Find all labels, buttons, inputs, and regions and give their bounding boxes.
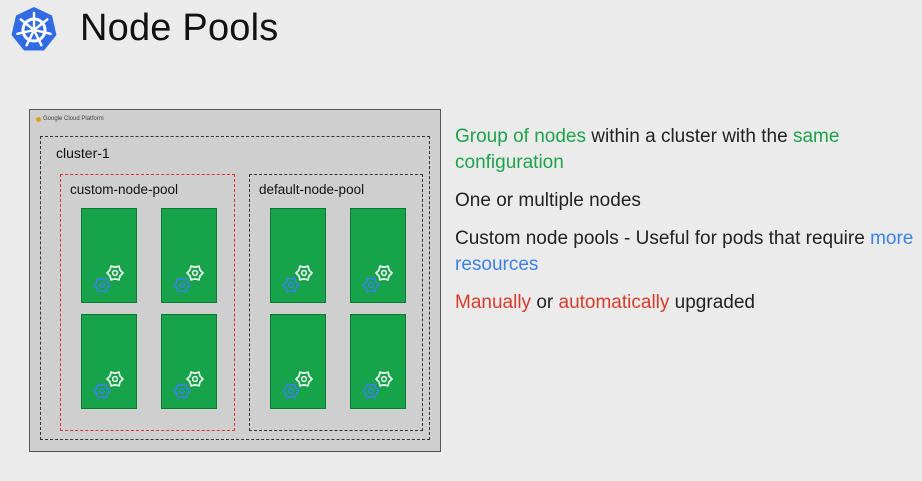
gears-icon [93,265,124,293]
gcp-logo-icon [36,116,41,122]
gears-icon [173,371,204,399]
bullet-text: upgraded [669,292,755,313]
bullet-one-or-multiple: One or multiple nodes [455,188,915,214]
cluster-box: cluster-1 custom-node-pool default-node-… [40,136,430,440]
bullet-highlight: Group of nodes [455,126,586,147]
gears-icon [282,371,313,399]
bullet-text: or [531,292,559,313]
node [270,314,326,409]
custom-node-pool: custom-node-pool [60,174,235,431]
kubernetes-logo-icon [11,7,57,51]
gears-icon [173,265,204,293]
bullet-highlight: more resources [455,228,914,275]
gears-icon [282,265,313,293]
bullet-upgraded: Manually or automatically upgraded [455,290,915,316]
node [350,208,406,303]
bullet-highlight: Manually [455,292,532,313]
gears-icon [362,265,393,293]
bullet-highlight: same configuration [455,126,840,173]
node [161,208,217,303]
gears-icon [362,371,393,399]
bullet-group-of-nodes: Group of nodes within a cluster with the… [455,124,915,176]
pool-label: custom-node-pool [70,182,179,197]
gcp-label-text: Google Cloud Platform [43,116,104,122]
gcp-console-frame: Google Cloud Platform cluster-1 custom-n… [29,109,441,452]
node [270,208,326,303]
node [350,314,406,409]
bullet-text: Custom node pools - Useful for pods that… [455,228,871,249]
page-title: Node Pools [80,7,279,49]
bullet-text: One or multiple nodes [455,190,641,211]
default-node-pool: default-node-pool [249,174,423,431]
bullet-text: within a cluster with the [585,126,793,147]
bullet-custom-node-pools: Custom node pools - Useful for pods that… [455,226,915,278]
node [81,314,137,409]
cluster-label: cluster-1 [56,145,110,161]
node [81,208,137,303]
gears-icon [93,371,124,399]
pool-label: default-node-pool [259,182,365,197]
bullet-highlight: automatically [558,292,670,313]
node [161,314,217,409]
bullet-list: Group of nodes within a cluster with the… [455,124,915,328]
gcp-label: Google Cloud Platform [36,116,104,122]
